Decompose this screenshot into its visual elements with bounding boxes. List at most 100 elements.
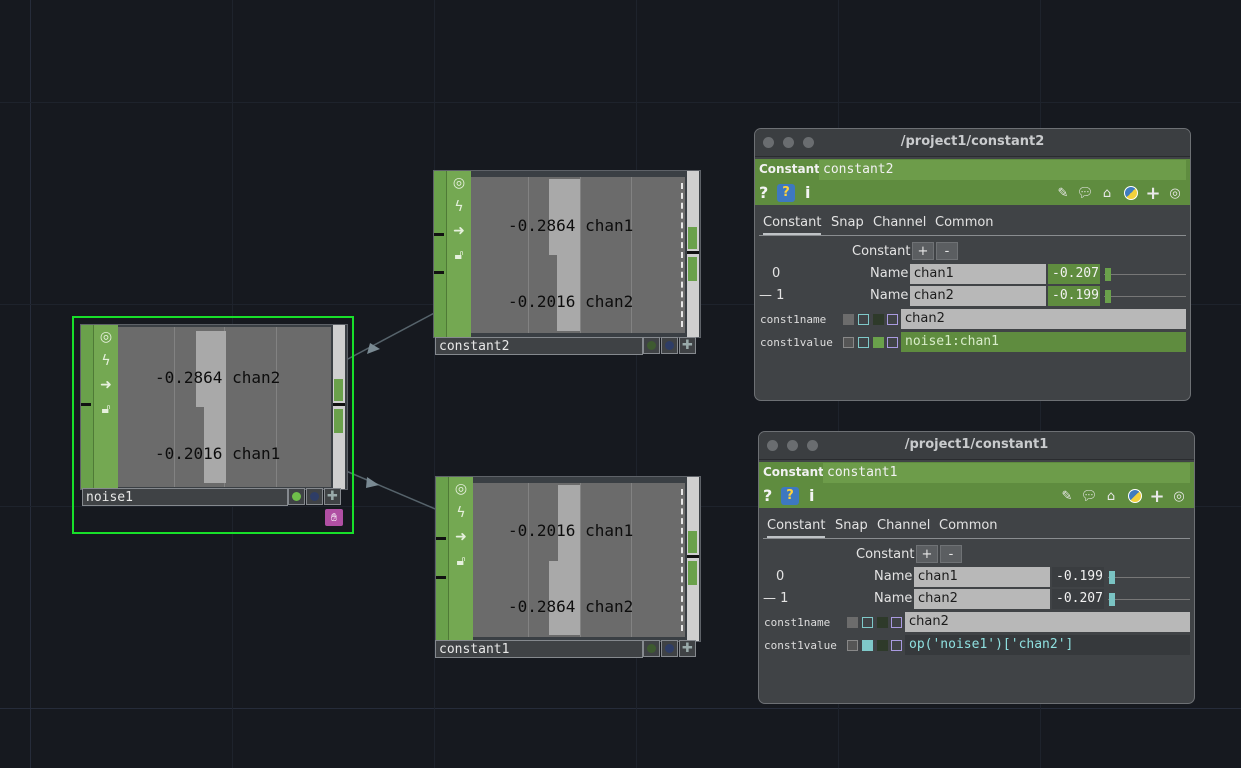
minimize-window-button[interactable] — [783, 137, 794, 148]
display-flag[interactable] — [643, 640, 660, 657]
viewer-icon[interactable]: ◎ — [454, 481, 468, 497]
bookmark-icon[interactable]: ⌂ — [1102, 185, 1112, 201]
bookmark-icon[interactable]: ⌂ — [1106, 488, 1116, 504]
channel-value-field[interactable]: -0.199 — [1048, 286, 1100, 306]
slider-knob[interactable] — [1109, 593, 1115, 606]
noise1-input-connector[interactable] — [81, 403, 91, 406]
python-help-icon[interactable]: ? — [781, 487, 799, 505]
output-connector[interactable] — [687, 555, 699, 558]
constant2-node[interactable]: ◎ ϟ ➜ 🔓︎ -0.2864 chan1 -0.2016 chan2 con… — [433, 170, 701, 357]
constant1-body[interactable]: ◎ ϟ ➜ 🔓︎ -0.2016 chan1 -0.2864 chan2 — [435, 476, 701, 642]
help-icon[interactable]: ? — [763, 486, 773, 505]
const1value-expression-field[interactable]: op('noise1')['chan2'] — [905, 635, 1190, 655]
window-titlebar[interactable]: /project1/constant2 — [755, 129, 1190, 157]
value-slider[interactable] — [1104, 290, 1186, 303]
tab-channel[interactable]: Channel — [873, 215, 927, 230]
output-connector[interactable] — [687, 251, 699, 254]
lock-icon[interactable]: 🔓︎ — [456, 553, 466, 569]
mode-bind-icon[interactable] — [891, 617, 902, 628]
node-options-icon[interactable]: ✚ — [324, 488, 341, 505]
channel-name-field[interactable]: chan2 — [914, 589, 1050, 609]
mode-expression-icon[interactable] — [862, 617, 873, 628]
value-slider[interactable] — [1108, 571, 1190, 584]
constant1-input-connector[interactable] — [436, 576, 446, 579]
window-titlebar[interactable]: /project1/constant1 — [759, 432, 1194, 460]
node-options-icon[interactable]: ✚ — [679, 640, 696, 657]
value-slider[interactable] — [1104, 268, 1186, 281]
channel-name-field[interactable]: chan1 — [914, 567, 1050, 587]
python-icon[interactable] — [1127, 488, 1143, 504]
channel-value-field[interactable]: -0.207 — [1052, 589, 1104, 609]
mode-export-icon[interactable] — [873, 314, 884, 325]
export-arrow-icon[interactable]: ➜ — [100, 377, 112, 393]
constant2-body[interactable]: ◎ ϟ ➜ 🔓︎ -0.2864 chan1 -0.2016 chan2 — [433, 170, 701, 338]
python-help-icon[interactable]: ? — [777, 184, 795, 202]
comment-bubble-icon[interactable]: 💬︎ — [1080, 488, 1098, 504]
slider-knob[interactable] — [1105, 268, 1111, 281]
constant1-input-connector[interactable] — [436, 537, 446, 540]
mode-constant-icon[interactable] — [843, 337, 854, 348]
add-icon[interactable]: + — [1145, 182, 1161, 204]
comment-pencil-icon[interactable]: ✎ — [1057, 185, 1069, 201]
node-options-icon[interactable]: ✚ — [679, 337, 696, 354]
target-icon[interactable]: ◎ — [1169, 185, 1181, 201]
info-icon[interactable]: i — [809, 486, 815, 505]
minimize-window-button[interactable] — [787, 440, 798, 451]
wire-noise1-to-constant2[interactable] — [340, 300, 450, 370]
constant2-name-label[interactable]: constant2 — [435, 337, 643, 355]
remove-block-button[interactable]: - — [936, 242, 958, 260]
lock-icon[interactable]: 🔓︎ — [101, 401, 111, 417]
wire-noise1-to-constant1[interactable] — [340, 465, 450, 525]
channel-name-field[interactable]: chan1 — [910, 264, 1046, 284]
noise1-body[interactable]: ◎ ϟ ➜ 🔓︎ -0.2864 chan2 -0.2016 chan1 — [80, 324, 348, 490]
add-icon[interactable]: + — [1149, 485, 1165, 507]
output-connector[interactable] — [333, 403, 345, 406]
operator-name-field[interactable]: constant1 — [823, 463, 1190, 483]
mode-constant-icon[interactable] — [847, 640, 858, 651]
mode-export-icon[interactable] — [873, 337, 884, 348]
zoom-window-button[interactable] — [807, 440, 818, 451]
export-arrow-icon[interactable]: ➜ — [455, 529, 467, 545]
render-flag[interactable] — [306, 488, 323, 505]
constant2-input-connector[interactable] — [434, 271, 444, 274]
noise1-name-label[interactable]: noise1 — [82, 488, 288, 506]
cook-icon[interactable]: ϟ — [456, 505, 466, 521]
tab-constant[interactable]: Constant — [763, 215, 822, 235]
comment-bubble-icon[interactable]: 💬︎ — [1076, 185, 1094, 201]
export-arrow-icon[interactable]: ➜ — [453, 223, 465, 239]
param-window-constant1[interactable]: /project1/constant1 Constant constant1 ?… — [758, 431, 1195, 704]
add-block-button[interactable]: + — [912, 242, 934, 260]
const1name-field[interactable]: chan2 — [901, 309, 1186, 329]
channel-value-field[interactable]: -0.207 — [1048, 264, 1100, 284]
constant2-channel-viewer[interactable]: -0.2864 chan1 -0.2016 chan2 — [471, 177, 685, 333]
value-slider[interactable] — [1108, 593, 1190, 606]
mode-bind-icon[interactable] — [887, 337, 898, 348]
mode-constant-icon[interactable] — [843, 314, 854, 325]
viewer-pin-icon[interactable]: ✋︎ — [325, 509, 343, 526]
tab-snap[interactable]: Snap — [835, 518, 868, 533]
close-window-button[interactable] — [763, 137, 774, 148]
mode-export-icon[interactable] — [877, 617, 888, 628]
constant1-name-label[interactable]: constant1 — [435, 640, 643, 658]
render-flag[interactable] — [661, 337, 678, 354]
viewer-icon[interactable]: ◎ — [99, 329, 113, 345]
constant2-input-connector[interactable] — [434, 233, 444, 236]
lock-icon[interactable]: 🔓︎ — [454, 247, 464, 263]
channel-value-field[interactable]: -0.199 — [1052, 567, 1104, 587]
channel-name-field[interactable]: chan2 — [910, 286, 1046, 306]
mode-bind-icon[interactable] — [891, 640, 902, 651]
info-icon[interactable]: i — [805, 183, 811, 202]
mode-export-icon[interactable] — [877, 640, 888, 651]
noise1-channel-viewer[interactable]: -0.2864 chan2 -0.2016 chan1 — [118, 327, 331, 487]
mode-expression-icon[interactable] — [858, 337, 869, 348]
mode-bind-icon[interactable] — [887, 314, 898, 325]
mode-expression-icon[interactable] — [862, 640, 873, 651]
python-icon[interactable] — [1123, 185, 1139, 201]
const1value-export-field[interactable]: noise1:chan1 — [901, 332, 1186, 352]
display-flag[interactable] — [643, 337, 660, 354]
cook-icon[interactable]: ϟ — [454, 199, 464, 215]
render-flag[interactable] — [661, 640, 678, 657]
target-icon[interactable]: ◎ — [1173, 488, 1185, 504]
slider-knob[interactable] — [1109, 571, 1115, 584]
noise1-node[interactable]: ◎ ϟ ➜ 🔓︎ -0.2864 chan2 -0.2016 chan1 noi… — [80, 324, 348, 528]
